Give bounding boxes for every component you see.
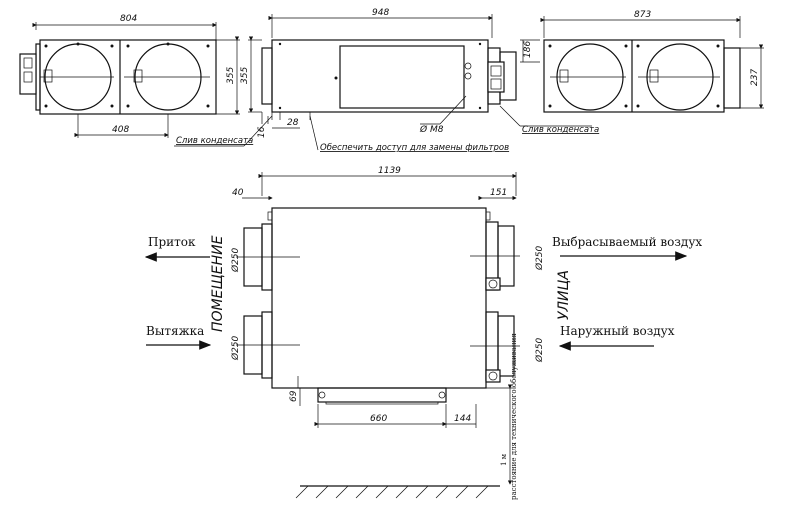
left-bottom-dim: 408: [112, 125, 129, 135]
duct-dia-1: Ø250: [230, 247, 241, 273]
discharge-label: Выбрасываемый воздух: [552, 235, 702, 249]
filter-drawer: [317, 387, 447, 403]
drain-note-right: Слив конденсата: [522, 125, 599, 135]
bolt-label: Ø M8: [419, 124, 444, 135]
duct-dia-2: Ø250: [230, 335, 241, 361]
unit-body: [271, 207, 487, 389]
duct-dia-4: Ø250: [534, 337, 545, 363]
front-small-dim2: 28: [287, 118, 299, 128]
outdoor-label: Наружный воздух: [560, 324, 675, 338]
filter-access-note: Обеспечить доступ для замены фильтров: [320, 143, 509, 153]
plan-bottom-right-dim: 144: [454, 414, 471, 424]
service-dist: 1 м: [500, 453, 508, 466]
service-clearance: 1 м расстояние для технического обслужив…: [486, 333, 518, 500]
front-width-dim: 948: [372, 8, 389, 18]
plan-right-dim: 151: [490, 188, 507, 198]
supply-label: Приток: [148, 235, 196, 249]
duct-dia-3: Ø250: [534, 245, 545, 271]
filter-access-panel: [339, 45, 465, 109]
right-view: 873 186 237: [520, 10, 764, 113]
left-width-dim: 804: [120, 14, 137, 24]
front-small-dim1: 16: [257, 126, 267, 138]
plan-bottom-dim: 660: [370, 414, 387, 424]
plan-bottom-left-dim: 69: [289, 390, 299, 402]
plan-width-dim: 1139: [378, 166, 401, 176]
right-small-dim: 186: [523, 41, 533, 58]
left-side-box: [19, 53, 37, 95]
street-label: УЛИЦА: [556, 270, 572, 320]
exhaust-label: Вытяжка: [146, 324, 204, 338]
right-width-dim: 873: [634, 10, 651, 20]
right-height-dim: 237: [750, 69, 760, 86]
drain-note-left: Слив конденсата: [176, 136, 253, 146]
plan-view: 1139 40 151 Ø250 Ø250 Ø250 Ø250: [230, 166, 545, 428]
plan-left-dim: 40: [232, 188, 244, 198]
air-flows: Приток Вытяжка Выбрасываемый воздух Нару…: [144, 235, 702, 351]
front-height-dim: 355: [240, 67, 250, 84]
ground-hatch: [295, 485, 500, 499]
front-view: 948 355 16 28 Ø M8: [240, 8, 517, 138]
left-height-dim: 355: [226, 67, 236, 84]
service-note: расстояние для технического обслуживания: [510, 333, 518, 500]
left-view: 804 408 355: [19, 14, 240, 138]
room-label: ПОМЕЩЕНИЕ: [210, 235, 226, 332]
